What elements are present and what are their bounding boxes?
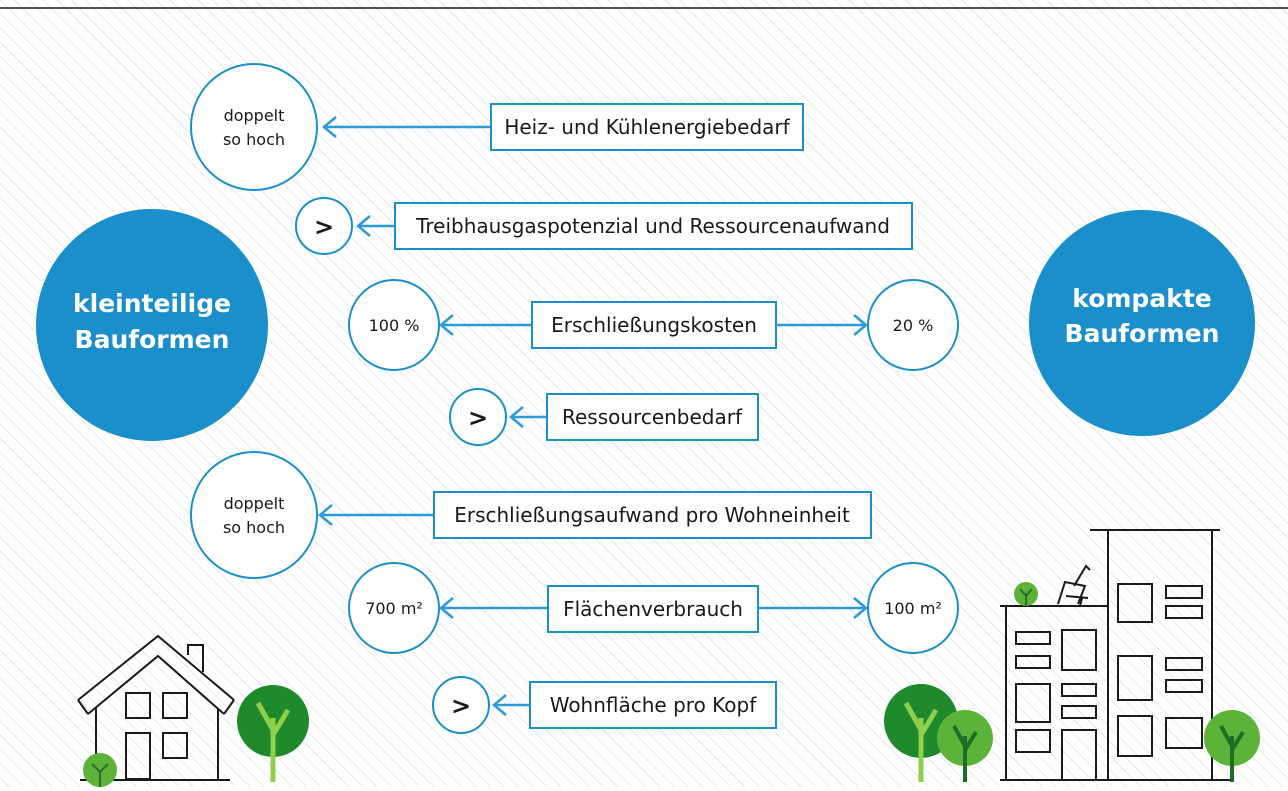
right-value-circle (867, 279, 959, 371)
label-box (546, 393, 759, 441)
bush-icon (83, 753, 117, 787)
arrow-head-left (322, 116, 337, 138)
arrow-head-left (492, 694, 507, 716)
left-group-line1: kleinteilige (73, 289, 231, 318)
arrow-head-left (509, 406, 524, 428)
arrow-head-left (356, 215, 371, 237)
left-value-line2: so hoch (223, 518, 285, 537)
arrow-head-right (853, 314, 868, 336)
rooftop-bush-icon (1014, 582, 1038, 606)
row-label: Heiz- und Kühlenergiebedarf (504, 115, 790, 139)
label-box (529, 681, 777, 729)
left-value-line1: doppelt (224, 494, 285, 513)
row-label: Erschließungskosten (551, 313, 757, 337)
greater-than-icon: > (468, 404, 488, 432)
label-box (394, 202, 913, 250)
left-value: 100 % (369, 316, 420, 335)
right-value: 20 % (893, 316, 934, 335)
left-value-line2: so hoch (223, 130, 285, 149)
row-label: Ressourcenbedarf (562, 405, 743, 429)
arrow-head-left (439, 314, 454, 336)
row-label: Wohnfläche pro Kopf (550, 693, 758, 717)
left-value-circle (190, 451, 318, 579)
label-box (433, 491, 872, 539)
comparison-circle (432, 676, 490, 734)
row-ressourcenbedarf: > Ressourcenbedarf (449, 388, 759, 446)
row-wohnflaeche: > Wohnfläche pro Kopf (432, 676, 777, 734)
left-value-circle (348, 562, 440, 654)
apartment-building-icon (1000, 529, 1230, 781)
row-erschliessungsaufwand: doppelt so hoch Erschließungsaufwand pro… (190, 451, 872, 579)
arrow-head-left (318, 504, 333, 526)
row-label: Flächenverbrauch (563, 597, 743, 621)
tree-icon (237, 685, 309, 782)
comparison-circle (295, 197, 353, 255)
arrow-head-left (439, 597, 454, 619)
right-group-line2: Bauformen (1065, 319, 1220, 348)
greater-than-icon: > (314, 213, 334, 241)
left-value-line1: doppelt (224, 106, 285, 125)
left-value: 700 m² (365, 599, 423, 618)
tree-icon (1204, 710, 1260, 782)
left-value-circle (190, 63, 318, 191)
label-box (490, 103, 804, 151)
row-erschliessungskosten: 100 % Erschließungskosten 20 % (348, 279, 959, 371)
row-label: Erschließungsaufwand pro Wohneinheit (454, 503, 850, 527)
label-box (531, 301, 777, 349)
right-value-circle (867, 562, 959, 654)
right-group-circle: kompakte Bauformen (1029, 210, 1255, 436)
left-group-circle: kleinteilige Bauformen (36, 209, 268, 441)
right-value: 100 m² (884, 599, 942, 618)
row-flaechenverbrauch: 700 m² Flächenverbrauch 100 m² (348, 562, 959, 654)
arrow-head-right (853, 597, 868, 619)
left-value-circle (348, 279, 440, 371)
right-group-line1: kompakte (1072, 284, 1211, 313)
tree-icon (937, 710, 993, 782)
row-label: Treibhausgaspotenzial und Ressourcenaufw… (415, 214, 890, 238)
comparison-circle (449, 388, 507, 446)
row-heiz: doppelt so hoch Heiz- und Kühlenergiebed… (190, 63, 804, 191)
label-box (547, 585, 759, 633)
row-treibhaus: > Treibhausgaspotenzial und Ressourcenau… (295, 197, 913, 255)
left-group-line2: Bauformen (75, 325, 230, 354)
greater-than-icon: > (451, 692, 471, 720)
